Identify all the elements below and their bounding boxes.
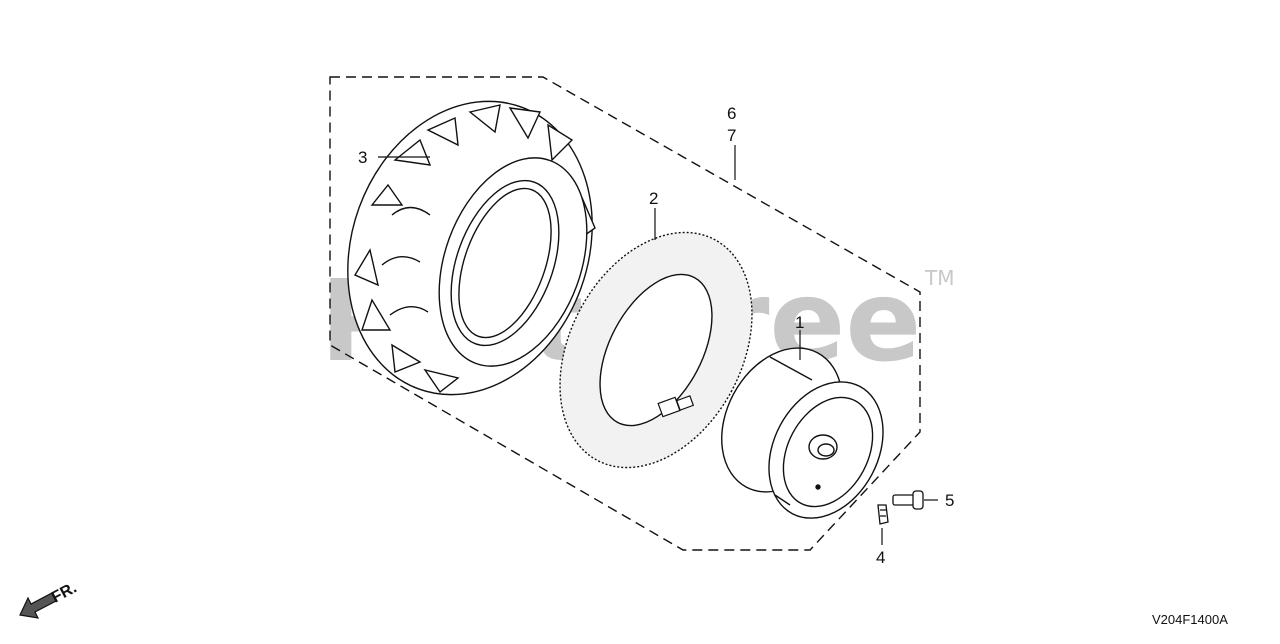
drawing-code: V204F1400A	[1152, 612, 1228, 627]
tire-part-3	[347, 100, 596, 396]
wheel-rim-part-1	[721, 347, 884, 519]
callout-3: 3	[358, 148, 367, 167]
front-direction-indicator: FR.	[19, 579, 80, 619]
watermark-trademark: TM	[924, 266, 954, 290]
callout-6: 6	[727, 104, 736, 123]
callout-5: 5	[945, 491, 954, 510]
callout-4: 4	[876, 548, 885, 567]
callout-1: 1	[795, 313, 804, 332]
assembly-boundary	[329, 76, 921, 551]
pin-part-4	[877, 504, 889, 525]
inner-tube-part-2	[559, 231, 753, 469]
leader-lines	[378, 145, 938, 545]
bolt-part-5	[892, 490, 924, 510]
callout-7: 7	[727, 126, 736, 145]
callout-2: 2	[649, 189, 658, 208]
arrow-icon	[19, 592, 57, 619]
